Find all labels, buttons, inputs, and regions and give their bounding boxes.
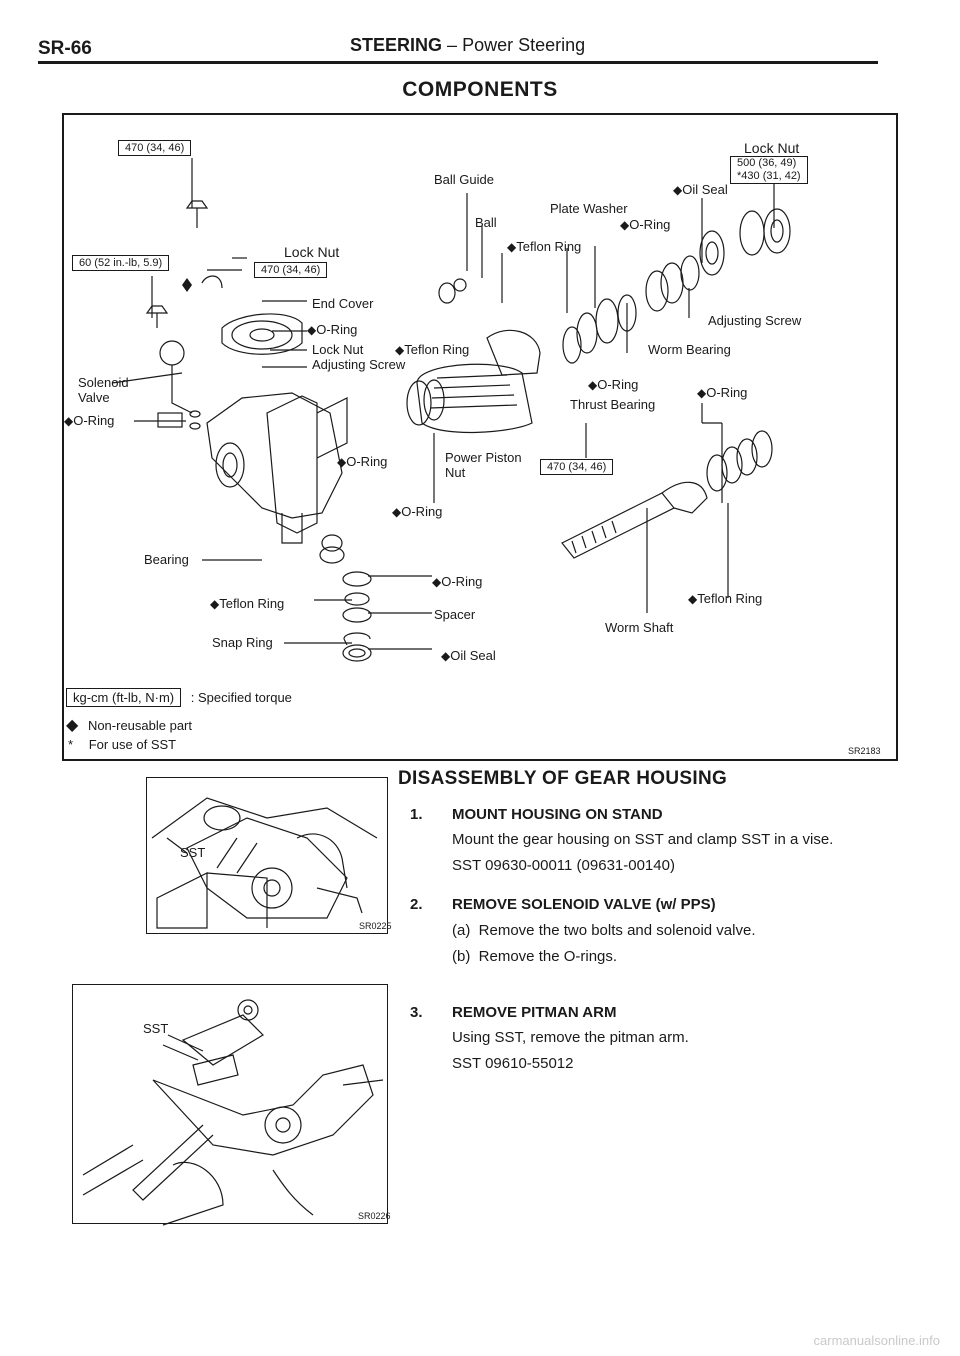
label-ball-guide: Ball Guide [434,172,494,187]
label-ball: Ball [475,215,497,230]
figure-code: SR2183 [848,746,881,756]
figure-code: SR0225 [359,921,392,931]
housing-stand-illustration [151,797,378,929]
label-oil-seal: ◆Oil Seal [441,648,496,663]
label-valve: Valve [78,390,110,405]
label-o-ring: ◆O-Ring [588,377,639,392]
label-solenoid: Solenoid [78,375,129,390]
label-worm-bearing: Worm Bearing [648,342,731,357]
components-title: COMPONENTS [402,78,558,101]
step-text: Mount the gear housing on SST and clamp … [452,831,834,848]
subsection-title: Power Steering [462,35,586,55]
page-header: STEERING – Power Steering [350,35,585,56]
step-1: 1.MOUNT HOUSING ON STAND Mount the gear … [410,806,900,874]
torque-spec-stack: 500 (36, 49) *430 (31, 42) [730,156,808,184]
legend-unit-text: : Specified torque [190,690,292,705]
label-o-ring: ◆O-Ring [337,454,388,469]
label-o-ring: ◆O-Ring [620,217,671,232]
sst-label: SST [180,845,206,860]
label-teflon-ring: ◆Teflon Ring [210,596,285,611]
torque-spec: *430 (31, 42) [737,170,801,182]
label-plate-washer: Plate Washer [550,201,628,216]
legend-nonreusable: ◆ Non-reusable part [66,717,192,734]
page-number: SR-66 [38,38,92,59]
torque-spec: 470 (34, 46) [118,140,192,156]
label-adjusting-screw: Adjusting Screw [312,357,406,372]
diamond-icon: ◆ [66,717,79,734]
legend-sst: * For use of SST [68,737,177,752]
header-rule [38,61,878,64]
step-text: (a) Remove the two bolts and solenoid va… [452,922,756,939]
torque-spec: 470 (34, 46) [540,459,614,475]
sst-label: SST [143,1021,169,1036]
label-thrust-bearing: Thrust Bearing [570,397,656,412]
figure-mount-housing: SST SR0225 [146,777,392,934]
pitman-arm-illustration [82,999,384,1226]
label-teflon-ring: ◆Teflon Ring [688,591,763,606]
label-power-piston: Power Piston [445,450,522,465]
step-text: SST 09630-00011 (09631-00140) [452,857,675,874]
section-title: DISASSEMBLY OF GEAR HOUSING [398,768,728,789]
label-snap-ring: Snap Ring [212,635,273,650]
legend-torque: kg-cm (ft-lb, N·m) : Specified torque [66,688,292,707]
label-o-ring: ◆O-Ring [392,504,443,519]
label-worm-shaft: Worm Shaft [605,620,674,635]
label-nut: Nut [445,465,466,480]
label-teflon-ring: ◆Teflon Ring [395,342,470,357]
label-oil-seal: ◆Oil Seal [673,182,728,197]
step-3: 3.REMOVE PITMAN ARM Using SST, remove th… [410,1004,900,1072]
label-lock-nut: Lock Nut [284,244,340,260]
header-separator: – [447,35,458,55]
components-drawing [111,158,791,662]
label-lock-nut: Lock Nut [312,342,364,357]
step-heading: 3.REMOVE PITMAN ARM [410,1004,617,1021]
section-title: STEERING [350,35,443,55]
asterisk-icon: * [68,737,74,752]
step-heading: 1.MOUNT HOUSING ON STAND [410,806,663,823]
step-heading: 2.REMOVE SOLENOID VALVE (w/ PPS) [410,896,716,913]
figure-code: SR0226 [358,1211,391,1221]
torque-spec: 470 (34, 46) [254,262,328,278]
step-text: SST 09610-55012 [452,1055,574,1072]
torque-spec: 500 (36, 49) [737,157,797,169]
step-text: (b) Remove the O-rings. [452,948,618,965]
label-o-ring: ◆O-Ring [697,385,748,400]
label-o-ring: ◆O-Ring [64,413,115,428]
label-end-cover: End Cover [312,296,374,311]
label-spacer: Spacer [434,607,476,622]
label-o-ring: ◆O-Ring [432,574,483,589]
components-diagram [62,113,898,761]
step-2: 2.REMOVE SOLENOID VALVE (w/ PPS) (a) Rem… [410,896,900,965]
step-text: Using SST, remove the pitman arm. [452,1029,689,1046]
label-bearing: Bearing [144,552,189,567]
label-adjusting-screw: Adjusting Screw [708,313,802,328]
label-teflon-ring: ◆Teflon Ring [507,239,582,254]
label-o-ring: ◆O-Ring [307,322,358,337]
label-lock-nut: Lock Nut [744,140,800,156]
figure-remove-pitman-arm: SST SR0226 [72,984,391,1226]
torque-spec: 60 (52 in.-lb, 5.9) [72,255,170,271]
watermark[interactable]: carmanualsonline.info [813,1333,940,1348]
legend-unit-box: kg-cm (ft-lb, N·m) [66,688,182,707]
